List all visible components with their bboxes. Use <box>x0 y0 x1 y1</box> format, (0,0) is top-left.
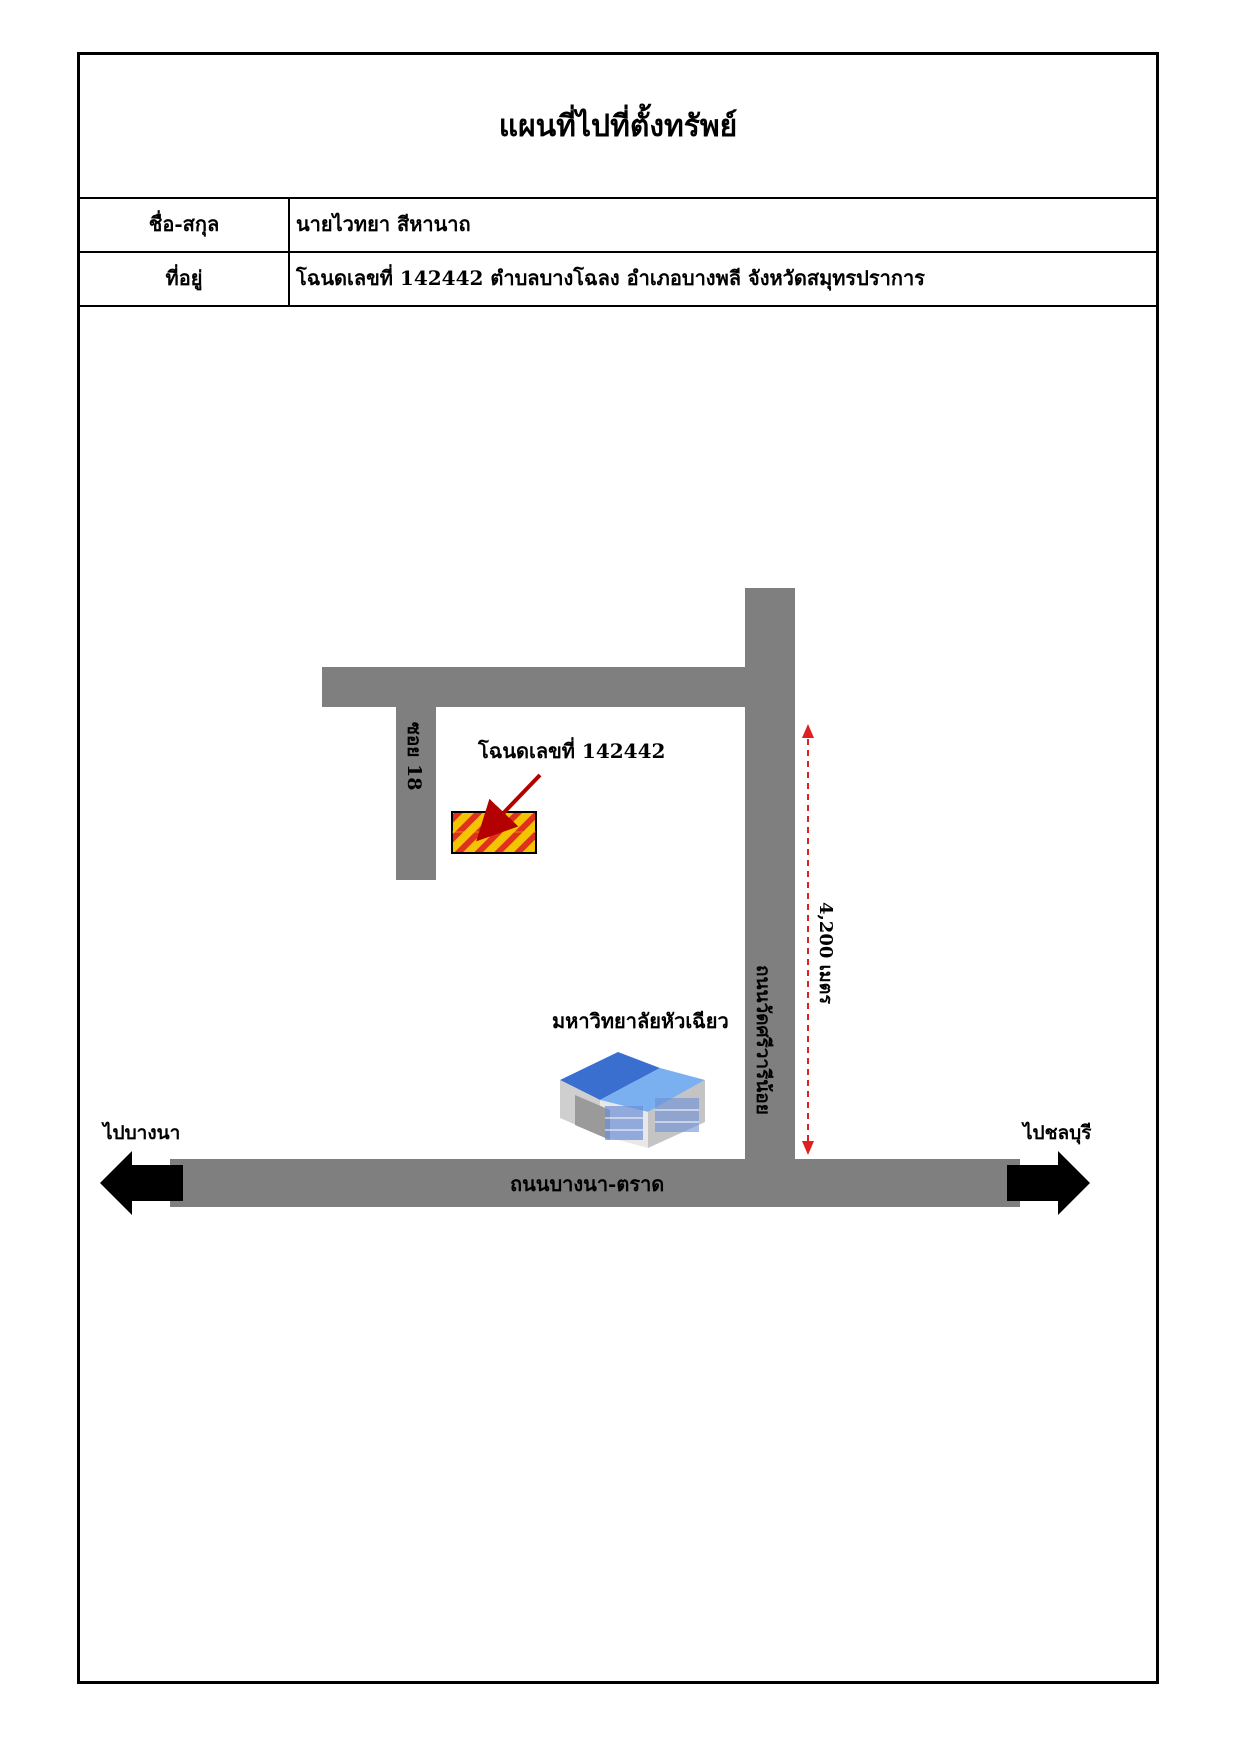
document-frame: แผนที่ไปที่ตั้งทรัพย์ ชื่อ-สกุล นายไวทยา… <box>77 52 1159 1684</box>
distance-label: 4,200 เมตร <box>815 902 836 1004</box>
soi-road <box>396 707 436 880</box>
title-row: แผนที่ไปที่ตั้งทรัพย์ <box>80 55 1156 199</box>
left-direction-label: ไปบางนา <box>101 1121 180 1144</box>
address-row: ที่อยู่ โฉนดเลขที่ 142442 ตำบลบางโฉลง อำ… <box>80 251 1156 307</box>
distance-arrow-top <box>802 724 814 738</box>
name-row: ชื่อ-สกุล นายไวทยา สีหานาถ <box>80 197 1156 253</box>
distance-arrow-bottom <box>802 1141 814 1155</box>
name-label: ชื่อ-สกุล <box>80 197 290 251</box>
landmark-label: มหาวิทยาลัยหัวเฉียว <box>552 1009 729 1033</box>
vertical-road-label: ถนนวัดศรีวารีน้อย <box>752 965 774 1115</box>
address-label: ที่อยู่ <box>80 251 290 305</box>
upper-road <box>322 667 745 707</box>
vertical-road <box>745 588 795 1159</box>
main-road <box>170 1159 1020 1207</box>
right-direction-label: ไปชลบุรี <box>1021 1121 1092 1145</box>
name-value: นายไวทยา สีหานาถ <box>296 212 471 236</box>
parcel-pointer-arrow <box>476 773 542 842</box>
left-direction-arrow-icon <box>100 1151 183 1215</box>
page-title: แผนที่ไปที่ตั้งทรัพย์ <box>498 108 738 144</box>
soi-label: ซอย 18 <box>403 722 425 791</box>
right-direction-arrow-icon <box>1007 1151 1090 1215</box>
parcel-label: โฉนดเลขที่ 142442 <box>477 736 665 763</box>
main-road-label: ถนนบางนา-ตราด <box>510 1172 664 1196</box>
address-value: โฉนดเลขที่ 142442 ตำบลบางโฉลง อำเภอบางพล… <box>296 266 925 290</box>
university-building-icon <box>560 1052 705 1148</box>
